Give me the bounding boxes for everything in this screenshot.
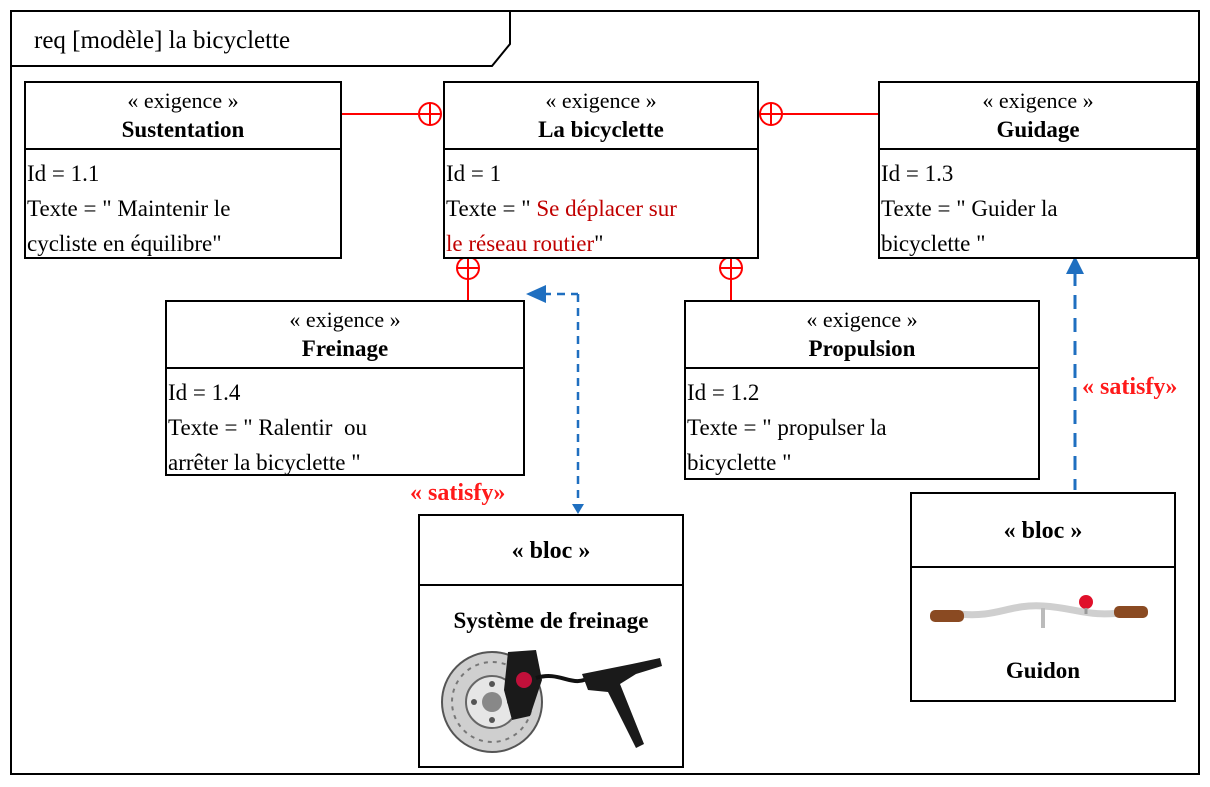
requirement-text-highlight: Se déplacer sur [536, 196, 677, 221]
requirement-text-line1: Texte = " propulser la [687, 415, 887, 440]
requirement-id: Id = 1.4 [168, 380, 241, 405]
requirement-name: Freinage [301, 336, 389, 361]
block-systeme-de-freinage: « bloc » Système de freinage [418, 514, 684, 768]
stereotype-label: « exigence » [806, 307, 918, 332]
requirement-body: Id = 1.1 Texte = " Maintenir le cycliste… [26, 150, 340, 261]
requirement-text-line1: Texte = " Guider la [881, 196, 1058, 221]
requirement-header: « exigence » La bicyclette [445, 83, 757, 150]
requirement-header: « exigence » Freinage [167, 302, 523, 369]
requirement-body: Id = 1 Texte = " Se déplacer sur le rése… [445, 150, 757, 261]
requirement-text-highlight: le réseau routier [446, 231, 595, 256]
frame-title: req [modèle] la bicyclette [34, 27, 291, 54]
requirement-header: « exigence » Propulsion [686, 302, 1038, 369]
requirement-freinage: « exigence » Freinage Id = 1.4 Texte = "… [165, 300, 525, 476]
containment-sustentation [342, 102, 442, 126]
satisfy-label-freinage: « satisfy» [410, 480, 506, 506]
requirement-text-line2: cycliste en équilibre" [27, 231, 222, 256]
requirement-text-line1: Texte = " Ralentir ou [168, 415, 367, 440]
requirement-text-line2: le réseau routier" [446, 231, 604, 256]
requirement-body: Id = 1.3 Texte = " Guider la bicyclette … [880, 150, 1196, 261]
block-header: « bloc » [912, 494, 1174, 568]
requirement-id: Id = 1.1 [27, 161, 100, 186]
requirement-text-line1: Texte = " Se déplacer sur [446, 196, 677, 221]
requirement-text-line2: arrêter la bicyclette " [168, 450, 361, 475]
requirement-header: « exigence » Sustentation [26, 83, 340, 150]
block-guidon: « bloc » Guidon [910, 492, 1176, 702]
requirement-guidage: « exigence » Guidage Id = 1.3 Texte = " … [878, 81, 1198, 259]
requirement-id: Id = 1.2 [687, 380, 760, 405]
satisfy-freinage-arrow [543, 292, 580, 505]
stereotype-label: « exigence » [982, 88, 1094, 113]
block-name: Système de freinage [453, 608, 649, 633]
containment-freinage [456, 256, 480, 301]
requirement-id: Id = 1.3 [881, 161, 954, 186]
block-name: Guidon [1005, 658, 1081, 683]
brake-system-image [441, 650, 662, 753]
requirement-id: Id = 1 [446, 161, 502, 186]
containment-propulsion [719, 256, 743, 301]
satisfy-label-guidage: « satisfy» [1082, 374, 1178, 400]
requirement-name: Propulsion [808, 336, 916, 361]
containment-guidage [759, 102, 878, 126]
requirement-text-line1: Texte = " Maintenir le [27, 196, 231, 221]
requirement-text-line2: bicyclette " [881, 231, 986, 256]
requirement-la-bicyclette: « exigence » La bicyclette Id = 1 Texte … [443, 81, 759, 259]
stereotype-label: « exigence » [289, 307, 401, 332]
requirement-body: Id = 1.4 Texte = " Ralentir ou arrêter l… [167, 369, 523, 480]
requirement-name: Sustentation [121, 117, 245, 142]
requirement-sustentation: « exigence » Sustentation Id = 1.1 Texte… [24, 81, 342, 259]
requirement-text-line2: bicyclette " [687, 450, 792, 475]
requirement-header: « exigence » Guidage [880, 83, 1196, 150]
diagram-frame [10, 10, 1200, 775]
satisfy-freinage-arrowhead [526, 285, 546, 303]
requirement-propulsion: « exigence » Propulsion Id = 1.2 Texte =… [684, 300, 1040, 480]
block-header: « bloc » [420, 516, 682, 586]
requirement-name: Guidage [996, 117, 1080, 142]
stereotype-label: « exigence » [127, 88, 239, 113]
requirement-body: Id = 1.2 Texte = " propulser la bicyclet… [686, 369, 1038, 480]
satisfy-guidage-arrowhead [1066, 256, 1084, 274]
handlebar-image [930, 595, 1148, 628]
stereotype-label: « exigence » [545, 88, 657, 113]
satisfy-freinage-tail [572, 504, 584, 514]
requirement-name: La bicyclette [538, 117, 664, 142]
frame-title-tab [12, 12, 511, 67]
